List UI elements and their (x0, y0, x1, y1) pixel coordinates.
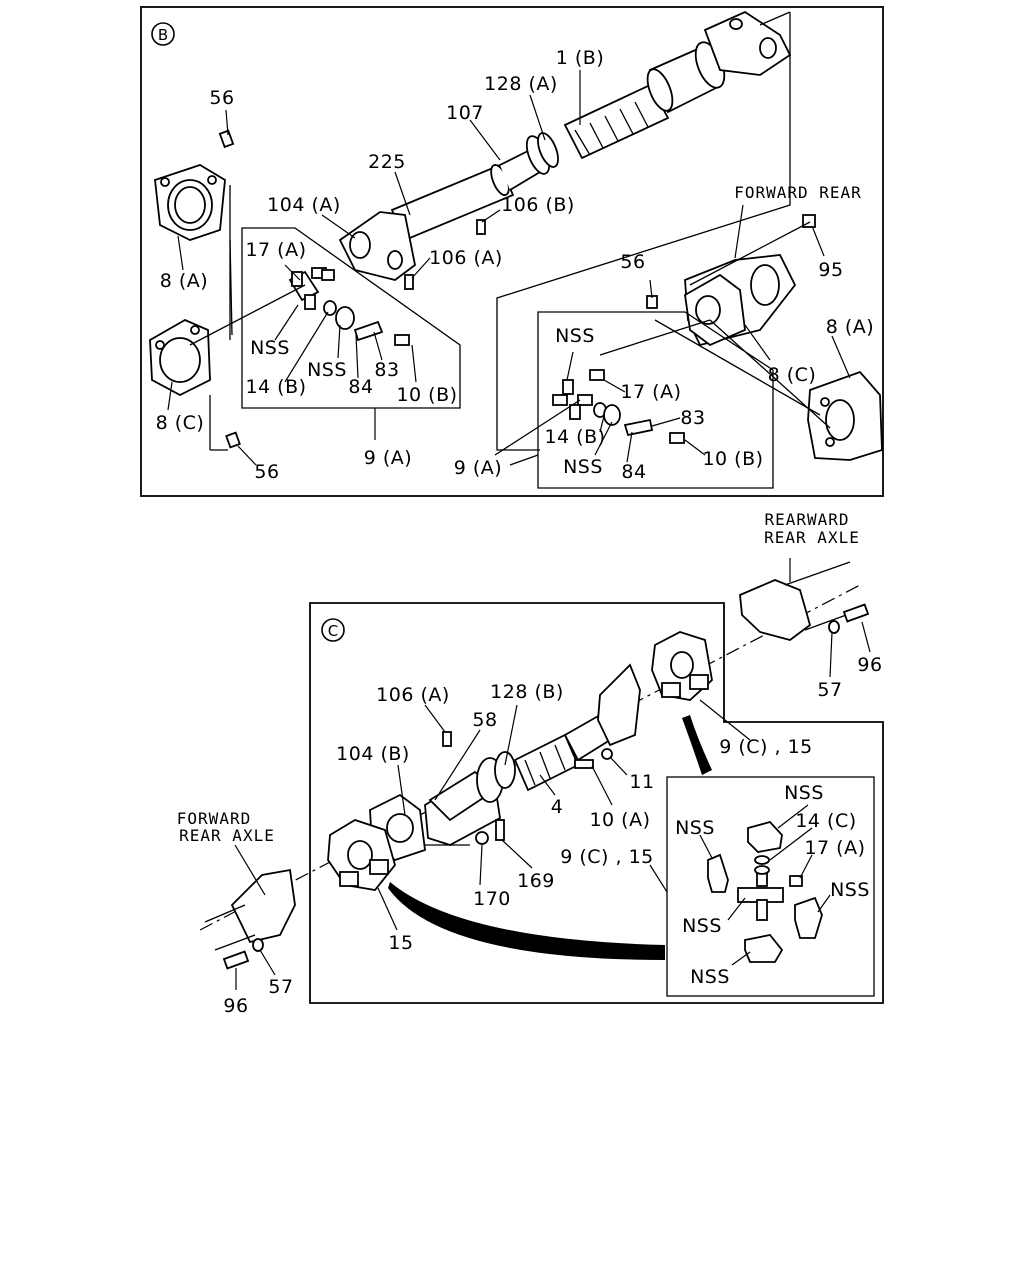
label-56-top: 56 (209, 87, 234, 109)
label-8c-right: 8 (C) (768, 364, 817, 386)
u-joint-inset-parts (707, 820, 823, 963)
label-57-left: 57 (268, 976, 293, 998)
label-1b: 1 (B) (556, 47, 605, 69)
driveshaft-c (369, 663, 641, 861)
label-104b: 104 (B) (336, 743, 410, 765)
section-b-frame (140, 6, 884, 497)
label-170: 170 (473, 888, 511, 910)
label-57-right: 57 (817, 679, 842, 701)
label-9a-left: 9 (A) (364, 447, 412, 469)
section-b-marker (151, 22, 175, 46)
label-9a-right: 9 (A) (454, 457, 502, 479)
label-128a: 128 (A) (484, 73, 558, 95)
label-8c-left: 8 (C) (156, 412, 205, 434)
c-inset-box (666, 776, 875, 997)
caption-forward-line1: FORWARD (177, 809, 251, 828)
label-15: 15 (388, 932, 413, 954)
label-nss-c2: NSS (675, 817, 715, 839)
flange-yoke-8a-left (154, 129, 235, 241)
label-nss-c4: NSS (682, 915, 722, 937)
label-84-right: 84 (621, 461, 646, 483)
label-96-left: 96 (223, 995, 248, 1017)
label-nss-right-1: NSS (555, 325, 595, 347)
caption-rearward-line2: REAR AXLE (764, 528, 860, 547)
section-b: B (140, 6, 884, 497)
label-58: 58 (472, 709, 497, 731)
label-nss-left-2: NSS (307, 359, 347, 381)
section-c: C (177, 510, 884, 1017)
label-14b-right: 14 (B) (544, 426, 605, 448)
leaders-c (234, 558, 871, 990)
label-nss-left-1: NSS (250, 337, 290, 359)
flange-yoke-8a-right (807, 370, 883, 461)
label-83-left: 83 (374, 359, 399, 381)
flange-yoke-8c-left (149, 318, 241, 449)
label-4: 4 (551, 796, 564, 818)
caption-forward-line2: REAR AXLE (179, 826, 275, 845)
label-83-right: 83 (680, 407, 705, 429)
label-106a: 106 (A) (429, 247, 503, 269)
label-104a: 104 (A) (267, 194, 341, 216)
label-14c: 14 (C) (795, 810, 856, 832)
label-nss-c1: NSS (784, 782, 824, 804)
forward-rear-axle (204, 868, 296, 970)
label-107: 107 (446, 102, 484, 124)
label-169: 169 (517, 870, 555, 892)
label-8a-left: 8 (A) (160, 270, 208, 292)
label-nss-c3: NSS (830, 879, 870, 901)
label-56-right: 56 (620, 251, 645, 273)
label-8a-right: 8 (A) (826, 316, 874, 338)
label-nss-c5: NSS (690, 966, 730, 988)
kit-box-right (537, 311, 774, 489)
leaders-b (167, 11, 851, 466)
label-17a-left: 17 (A) (245, 239, 306, 261)
u-joint-kit-left (288, 267, 410, 346)
label-56-bottom: 56 (254, 461, 279, 483)
section-c-marker-letter: C (328, 622, 338, 640)
u-joint-kit-right (552, 369, 685, 444)
rearward-rear-axle (739, 561, 870, 641)
kit-box-left (241, 227, 461, 409)
caption-rearward-line1: REARWARD (764, 510, 849, 529)
u-joint-15-right (651, 631, 713, 701)
callout-arrow-lower (388, 882, 665, 960)
label-10b-right: 10 (B) (702, 448, 763, 470)
label-11: 11 (629, 771, 654, 793)
labels-c: 106 (A) 128 (B) 58 104 (B) 4 11 10 (A) 9… (177, 510, 882, 1017)
label-10b-left: 10 (B) (396, 384, 457, 406)
label-106a-c: 106 (A) (376, 684, 450, 706)
u-joint-15-left (327, 819, 396, 891)
label-nss-right-2: NSS (563, 456, 603, 478)
driveshaft-b (338, 10, 792, 290)
label-225: 225 (368, 151, 406, 173)
label-106b: 106 (B) (501, 194, 575, 216)
label-17a-right: 17 (A) (620, 381, 681, 403)
label-17a-c: 17 (A) (804, 837, 865, 859)
section-c-frame (309, 602, 884, 1004)
section-c-marker (321, 618, 345, 642)
flange-yoke-8c-right (646, 214, 816, 347)
label-128b: 128 (B) (490, 681, 564, 703)
label-9c15-top: 9 (C) , 15 (719, 736, 813, 758)
caption-forward-rear: FORWARD REAR (734, 183, 862, 202)
labels-b: 56 1 (B) 128 (A) 107 225 104 (A) 106 (B)… (156, 47, 874, 483)
label-96-right: 96 (857, 654, 882, 676)
label-14b-left: 14 (B) (245, 376, 306, 398)
label-10a: 10 (A) (589, 809, 650, 831)
section-b-marker-letter: B (158, 26, 168, 44)
label-95: 95 (818, 259, 843, 281)
label-9c15-mid: 9 (C) , 15 (560, 846, 654, 868)
callout-arrow-upper (682, 715, 712, 775)
label-84-left: 84 (348, 376, 373, 398)
